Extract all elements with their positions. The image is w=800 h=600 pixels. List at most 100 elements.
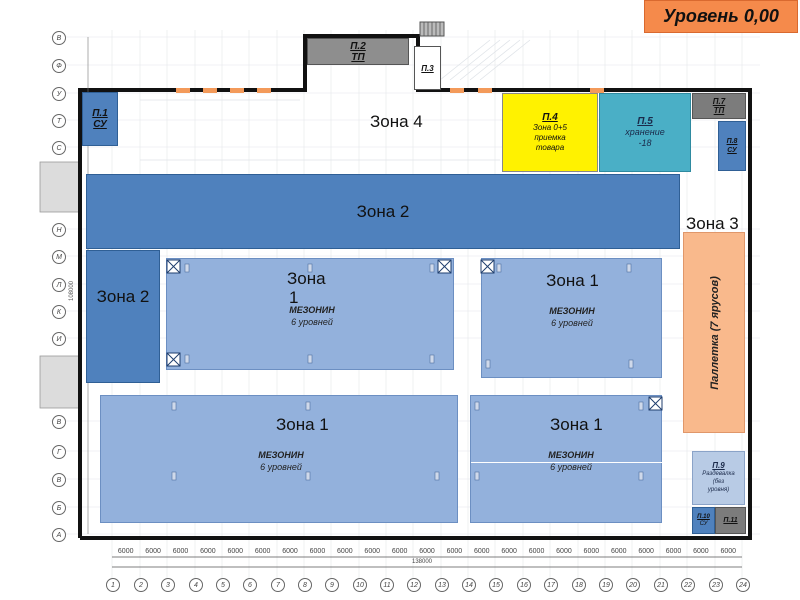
zone-1a-mez: МЕЗОНИН 6 уровней [257,304,367,328]
span-label: 6000 [145,548,161,555]
axis-col-bubble: 7 [271,578,285,592]
span-label: 6000 [610,548,627,555]
zone-1b-mezzanine[interactable]: Зона 1 МЕЗОНИН 6 уровней [481,258,662,378]
axis-col-bubble: 6 [243,578,257,592]
room-p1-code: П.1 [92,108,108,119]
zone-1b-mez-sub: 6 уровней [551,318,593,328]
axis-col-bubble: 3 [161,578,175,592]
axis-col-bubble: 11 [380,578,394,592]
span-label: 6000 [473,548,490,555]
span-label: 6000 [720,548,737,555]
span-label: 6000 [419,548,435,555]
axis-col-bubble: 18 [572,578,586,592]
axis-row-bubble: С [52,141,66,155]
span-label: 6000 [364,548,380,555]
zone-1a-mez-sub: 6 уровней [291,317,333,327]
zone-1d-mezzanine[interactable]: Зона 1 МЕЗОНИН 6 уровней [470,395,663,523]
room-p11[interactable]: П.11 [715,507,746,534]
axis-row-bubble: М [52,250,66,264]
level-badge: Уровень 0,00 [644,0,798,33]
room-p3[interactable]: П.3 [414,46,441,90]
zone-1c-mez-label: МЕЗОНИН [258,450,304,460]
zone-1a-mez-label: МЕЗОНИН [289,305,335,315]
room-p9-line-1: Раздевалка [702,471,735,477]
room-p10-su[interactable]: П.10 СУ [692,507,715,534]
axis-row-bubble: В [52,31,66,45]
axis-col-bubble: 5 [216,578,230,592]
bottom-dimension-line [112,556,742,568]
axis-col-bubble: 13 [435,578,449,592]
axis-row-bubble: Т [52,114,66,128]
axis-col-bubble: 10 [353,578,367,592]
span-label: 6000 [556,548,572,555]
axis-row-bubble: Н [52,223,66,237]
span-label: 6000 [583,548,600,555]
room-p7-tp[interactable]: П.7 ТП [692,93,746,119]
zone-2-left[interactable]: Зона 2 [86,250,160,383]
room-p7-name: ТП [713,106,725,115]
axis-col-bubble: 8 [298,578,312,592]
axis-col-bubble: 23 [709,578,723,592]
span-label: 6000 [337,548,353,555]
zone-1a-mezzanine[interactable]: Зона 1 МЕЗОНИН 6 уровней [166,258,454,370]
zone-2-band-label: Зона 2 [356,201,410,221]
room-p11-code: П.11 [723,517,738,524]
span-label: 6000 [501,548,517,555]
axis-row-bubble: И [52,332,66,346]
zone-3-label: Зона 3 [686,214,739,233]
span-label: 6000 [309,548,326,555]
pallet-rack-zone[interactable]: Паллетка (7 ярусов) [683,232,745,433]
room-p4-line-2: приемка [534,132,566,142]
room-p4-receiving[interactable]: П.4 Зона 0+5 приемка товара [502,93,598,172]
zone-2-band[interactable]: Зона 2 [86,174,680,249]
zone-1a-title-1: Зона [287,269,326,288]
zone-2-left-label: Зона 2 [96,287,150,306]
room-p8-name: СУ [727,147,737,154]
zone-1d-mez: МЕЗОНИН 6 уровней [516,449,626,473]
span-label: 6000 [528,548,545,555]
axis-col-bubble: 17 [544,578,558,592]
zone-1d-divider [471,462,663,463]
left-dimension-label: 108000 [69,280,76,302]
span-label: 6000 [638,548,654,555]
axis-col-bubble: 24 [736,578,750,592]
axis-col-bubble: 21 [654,578,668,592]
span-label: 6000 [254,548,271,555]
axis-row-bubble: А [52,528,66,542]
room-p10-name: СУ [699,520,708,527]
axis-row-bubble: Б [52,501,66,515]
axis-col-bubble: 19 [599,578,613,592]
zone-1d-title: Зона 1 [550,415,603,434]
room-p5-line-2: -18 [638,138,652,148]
axis-row-bubble: У [52,87,66,101]
room-p9-changing[interactable]: П.9 Раздевалка (без уровня) [692,451,745,505]
room-p1-su[interactable]: П.1 СУ [82,92,118,146]
span-label: 6000 [227,548,244,555]
axis-col-bubble: 20 [626,578,640,592]
zone-1c-mez: МЕЗОНИН 6 уровней [226,449,336,473]
axis-col-bubble: 16 [517,578,531,592]
room-p8-code: П.8 [726,138,738,145]
room-p2-code: П.2 [350,40,366,52]
zone-1c-mezzanine[interactable]: Зона 1 МЕЗОНИН 6 уровней [100,395,458,523]
axis-col-bubble: 12 [407,578,421,592]
axis-row-bubble: К [52,305,66,319]
room-p2-tp[interactable]: П.2 ТП [307,38,409,65]
room-p8-su[interactable]: П.8 СУ [718,121,746,171]
zone-1b-mez-label: МЕЗОНИН [549,306,595,316]
zone-1a-title: Зона 1 [287,269,326,307]
axis-row-bubble: Г [52,445,66,459]
axis-col-bubble: 9 [325,578,339,592]
room-p5-storage[interactable]: П.5 хранение -18 [599,93,691,172]
zone-1a-title-2: 1 [289,288,299,307]
axis-row-bubble: Ф [52,59,66,73]
room-p4-line-1: Зона 0+5 [532,122,567,132]
room-p5-code: П.5 [637,116,653,127]
room-p3-code: П.3 [421,63,434,73]
zone-1b-mez: МЕЗОНИН 6 уровней [517,305,627,329]
zone-1d-mez-sub: 6 уровней [550,462,592,472]
room-p4-code: П.4 [542,111,558,123]
axis-row-bubble: Л [52,278,66,292]
room-p9-line-2: (без [712,479,725,485]
